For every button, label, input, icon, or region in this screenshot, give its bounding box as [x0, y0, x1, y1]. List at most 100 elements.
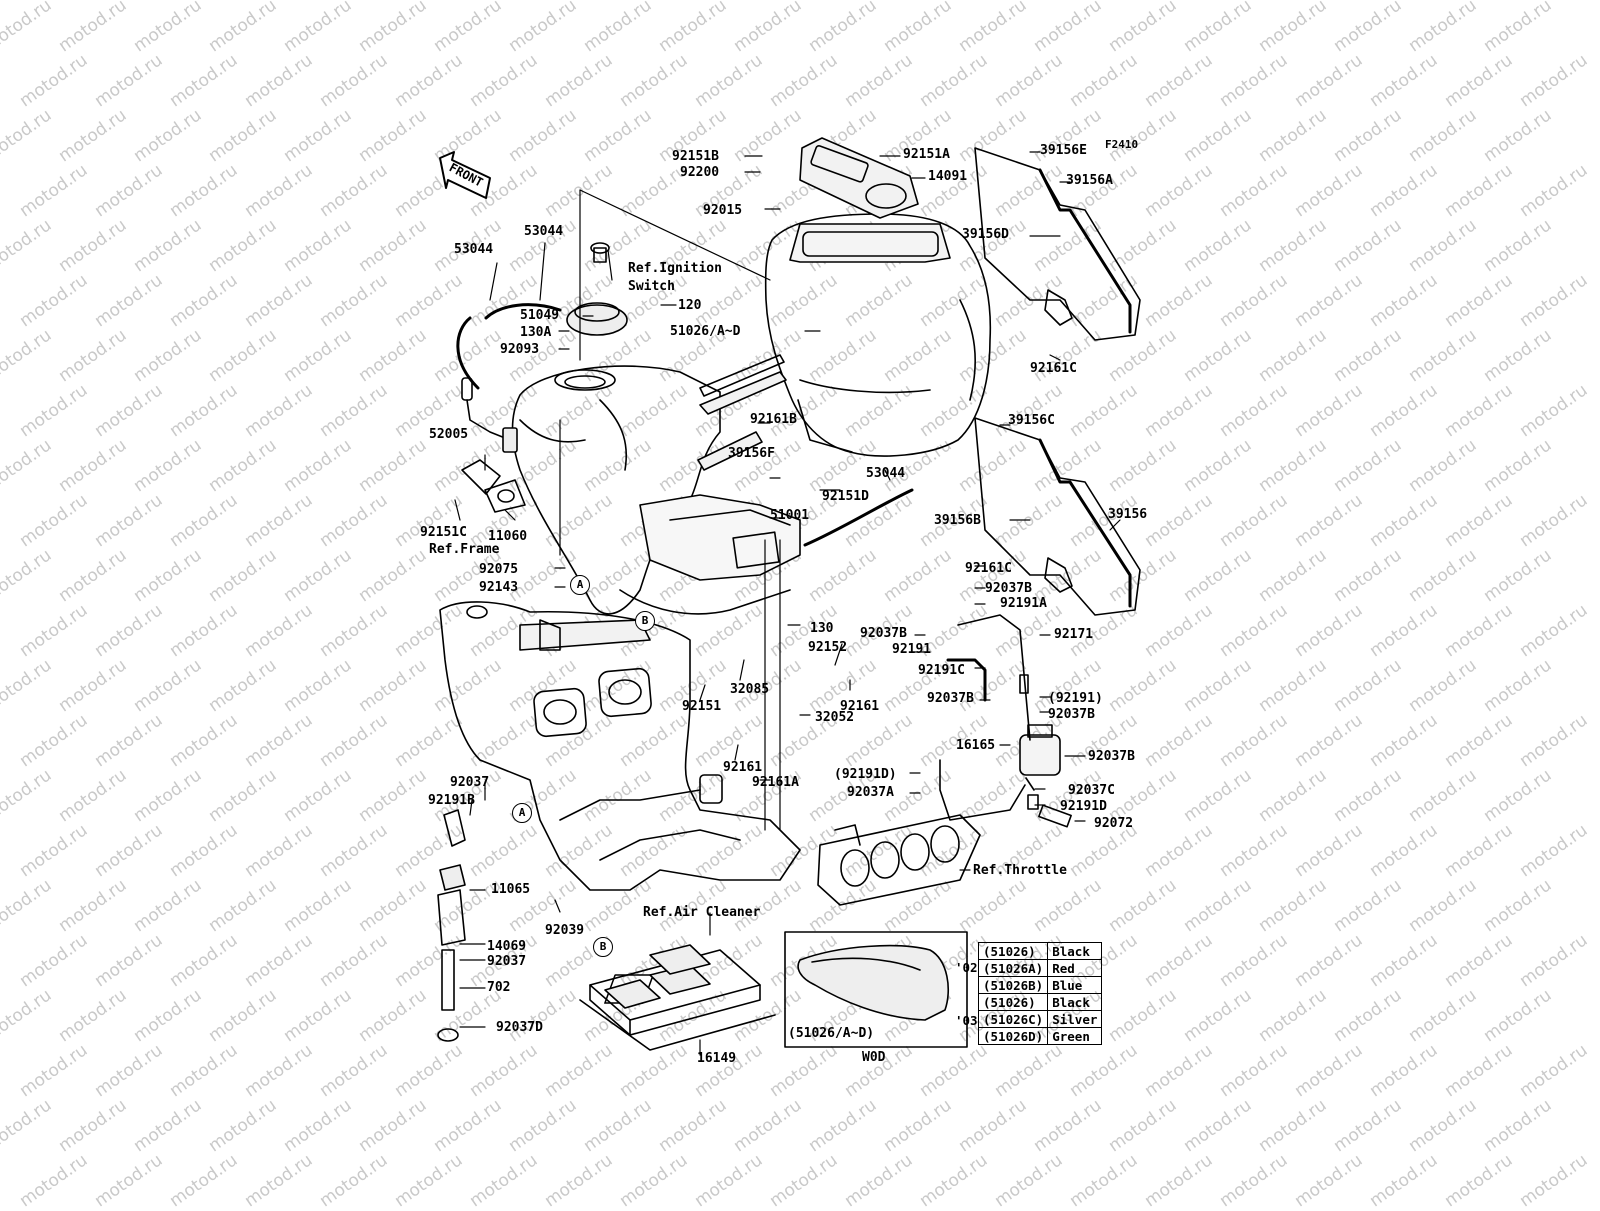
front-arrow-icon	[439, 151, 491, 199]
cover-plate-part	[799, 137, 919, 219]
part-label-51001: 51001	[770, 508, 810, 523]
part-label-ref-ignition: Ref.Ignition	[628, 261, 722, 276]
ref-marker-b: B	[635, 611, 655, 631]
pad-39156F	[697, 431, 763, 471]
part-label-32052: 32052	[815, 710, 855, 725]
part-label-92171: 92171	[1054, 627, 1094, 642]
filler-cap-part	[566, 242, 628, 336]
legend-part-caption: (51026/A~D)	[788, 1026, 875, 1041]
color-cell: Black	[1047, 993, 1103, 1011]
part-label-51049: 51049	[520, 308, 560, 323]
color-cell: Green	[1047, 1027, 1103, 1045]
hose-53044	[456, 303, 914, 547]
part-label-92161-a: 92161	[840, 699, 880, 714]
part-label-16149: 16149	[697, 1051, 737, 1066]
part-label-ref-air-cleaner: Ref.Air Cleaner	[643, 905, 761, 920]
part-label-92191c: 92191C	[918, 663, 965, 678]
part-label-92015: 92015	[703, 203, 743, 218]
table-row: (51026) Black	[977, 993, 1103, 1011]
side-panel-upper	[974, 147, 1141, 341]
part-label-11065: 11065	[491, 882, 531, 897]
part-label-52005: 52005	[429, 427, 469, 442]
part-label-92037b-5: 92037B	[1088, 749, 1135, 764]
part-label-120: 120	[678, 298, 702, 313]
fuel-pump-part	[461, 377, 526, 513]
ref-marker-b: B	[593, 937, 613, 957]
part-label-92161c-mid: 92161C	[965, 561, 1012, 576]
ref-marker-a: A	[512, 803, 532, 823]
part-label-92037-b: 92037	[487, 954, 527, 969]
ref-marker-a: A	[570, 575, 590, 595]
part-label-51026ad: 51026/A~D	[670, 324, 741, 339]
part-label-92037b-3: 92037B	[927, 691, 974, 706]
legend-footer: W0D	[862, 1050, 886, 1065]
part-label-53044-left: 53044	[454, 242, 494, 257]
color-cell: Black	[1047, 942, 1103, 960]
small-parts-left	[437, 809, 466, 1042]
part-label-92191d-paren: (92191D)	[834, 767, 897, 782]
part-label-39156: 39156	[1108, 507, 1148, 522]
part-label-92093: 92093	[500, 342, 540, 357]
canister-16165	[1019, 724, 1061, 791]
part-cell: (51026)	[977, 993, 1049, 1011]
part-label-92072: 92072	[1094, 816, 1134, 831]
part-label-92161b: 92161B	[750, 412, 797, 427]
part-label-92151: 92151	[682, 699, 722, 714]
part-label-ref-switch: Switch	[628, 279, 675, 294]
part-label-16165: 16165	[956, 738, 996, 753]
air-cleaner-part	[579, 944, 776, 1051]
part-label-92037c: 92037C	[1068, 783, 1115, 798]
part-label-92200: 92200	[680, 165, 720, 180]
side-panel-lower	[974, 417, 1141, 616]
part-label-92037b-1: 92037B	[985, 581, 1032, 596]
pad-92161B	[699, 354, 787, 415]
part-label-130a: 130A	[520, 325, 552, 340]
part-label-ref-throttle: Ref.Throttle	[973, 863, 1067, 878]
part-cell: (51026B)	[977, 976, 1049, 994]
part-label-39156c: 39156C	[1008, 413, 1055, 428]
tank-cover-part	[764, 213, 992, 457]
table-row: (51026A) Red	[977, 959, 1103, 977]
part-label-92191d: 92191D	[1060, 799, 1107, 814]
part-label-92191: 92191	[892, 642, 932, 657]
fuel-tank-part	[511, 365, 801, 615]
part-label-53044-right: 53044	[866, 466, 906, 481]
hose-assembly-right	[939, 614, 1072, 828]
part-label-92191b: 92191B	[428, 793, 475, 808]
figure-code: F2410	[1105, 138, 1139, 151]
color-cell: Blue	[1047, 976, 1103, 994]
part-label-92075: 92075	[479, 562, 519, 577]
throttle-body-part	[817, 814, 981, 906]
part-label-39156f: 39156F	[728, 446, 775, 461]
part-label-39156d: 39156D	[962, 227, 1009, 242]
leader-lines	[454, 151, 1121, 1056]
part-label-14069: 14069	[487, 939, 527, 954]
part-label-92037a: 92037A	[847, 785, 894, 800]
part-label-11060: 11060	[488, 529, 528, 544]
part-label-92151b: 92151B	[672, 149, 719, 164]
part-cell: (51026D)	[977, 1027, 1049, 1045]
year-label-03: '03	[955, 1013, 978, 1028]
part-label-92039: 92039	[545, 923, 585, 938]
table-row: (51026) Black	[977, 942, 1103, 960]
color-legend-box	[784, 931, 968, 1048]
part-label-14091: 14091	[928, 169, 968, 184]
part-label-39156b: 39156B	[934, 513, 981, 528]
part-label-92037: 92037	[450, 775, 490, 790]
table-row: (51026D) Green	[977, 1027, 1103, 1045]
part-label-39156e: 39156E	[1040, 143, 1087, 158]
part-label-ref-frame: Ref.Frame	[429, 542, 500, 557]
part-label-92151d: 92151D	[822, 489, 869, 504]
part-cell: (51026C)	[977, 1010, 1049, 1028]
year-label-02: '02	[955, 960, 978, 975]
part-label-92191a: 92191A	[1000, 596, 1047, 611]
part-label-702: 702	[487, 980, 511, 995]
part-label-130: 130	[810, 621, 834, 636]
part-cell: (51026A)	[977, 959, 1049, 977]
part-label-92161-b: 92161	[723, 760, 763, 775]
table-row: (51026B) Blue	[977, 976, 1103, 994]
part-label-92191-paren: (92191)	[1048, 691, 1103, 706]
part-label-53044-mid: 53044	[524, 224, 564, 239]
